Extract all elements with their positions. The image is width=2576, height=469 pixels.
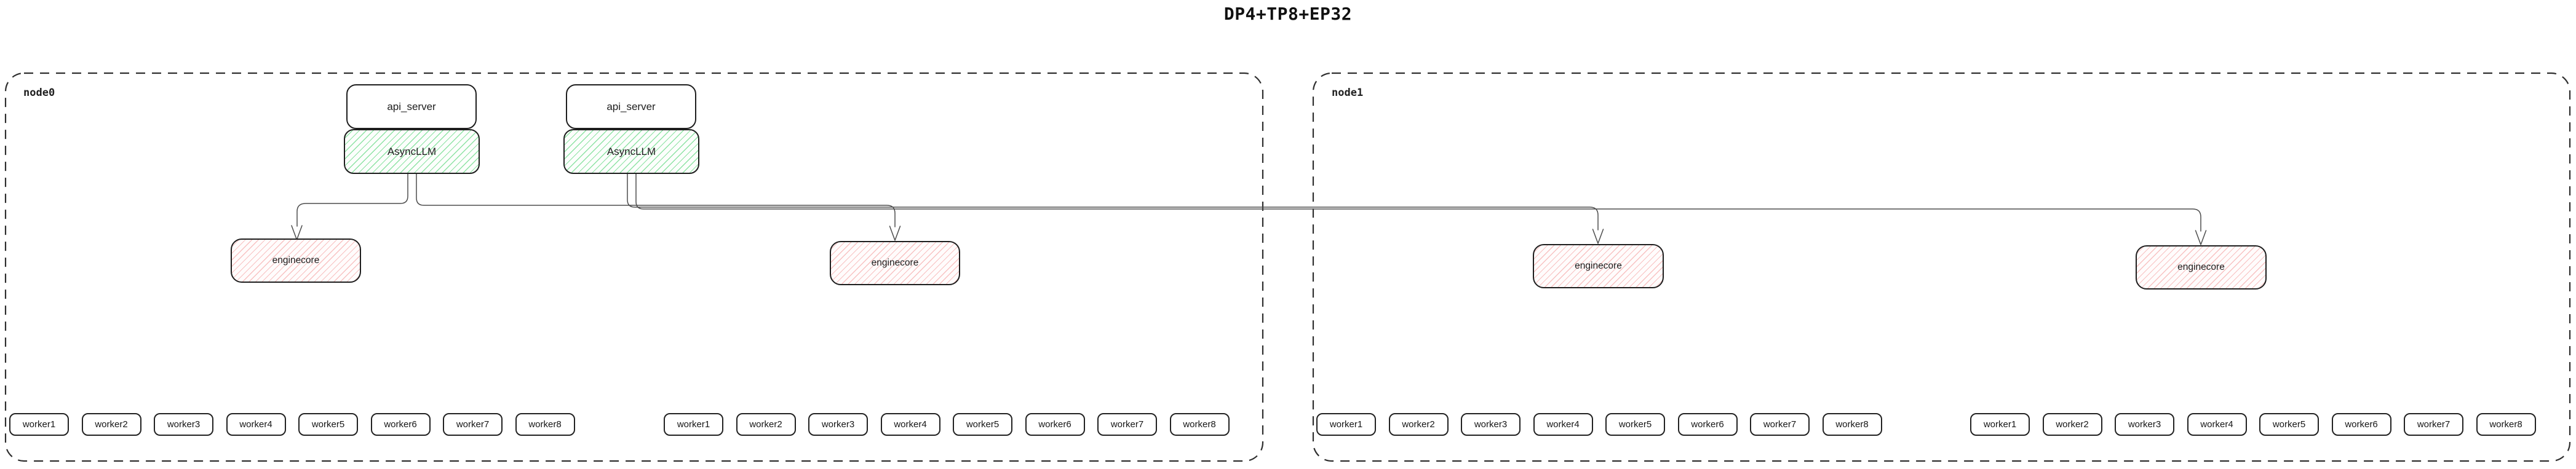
worker-box: worker6 — [1677, 413, 1738, 436]
arrowhead-enginecore3 — [1592, 229, 1604, 244]
enginecore-box-node1-1: enginecore — [1533, 244, 1664, 288]
arrowhead-enginecore4 — [2195, 230, 2207, 245]
worker-box: worker6 — [2331, 413, 2391, 436]
edge-asyncllm2-to-enginecore4 — [635, 173, 2207, 245]
worker-box: worker5 — [2259, 413, 2319, 436]
worker-box: worker4 — [1533, 413, 1593, 436]
asyncllm-box-2: AsyncLLM — [563, 129, 699, 174]
worker-group-node0-1: worker1 worker2 worker3 worker4 worker5 … — [9, 413, 575, 436]
worker-box: worker7 — [1750, 413, 1810, 436]
api-server-box-2: api_server — [566, 84, 696, 129]
asyncllm-box-1: AsyncLLM — [344, 129, 480, 174]
worker-box: worker2 — [81, 413, 141, 436]
worker-box: worker7 — [1097, 413, 1157, 436]
worker-box: worker7 — [2404, 413, 2463, 436]
worker-group-node1-1: worker1 worker2 worker3 worker4 worker5 … — [1316, 413, 1882, 436]
worker-box: worker2 — [2042, 413, 2102, 436]
api-server-box-1: api_server — [346, 84, 477, 129]
worker-box: worker3 — [2115, 413, 2174, 436]
worker-box: worker2 — [1388, 413, 1449, 436]
worker-box: worker1 — [1316, 413, 1376, 436]
worker-box: worker1 — [1970, 413, 2030, 436]
diagram-title: DP4+TP8+EP32 — [1223, 4, 1353, 24]
worker-box: worker4 — [880, 413, 940, 436]
worker-box: worker4 — [226, 413, 286, 436]
node1-container-border — [1312, 72, 2571, 462]
worker-box: worker3 — [808, 413, 868, 436]
worker-box: worker1 — [9, 413, 69, 436]
arrowhead-enginecore2 — [889, 226, 901, 241]
worker-box: worker4 — [2187, 413, 2247, 436]
worker-box: worker8 — [515, 413, 575, 436]
worker-box: worker5 — [1605, 413, 1665, 436]
worker-box: worker5 — [298, 413, 358, 436]
enginecore-box-node0-1: enginecore — [231, 238, 361, 283]
worker-box: worker8 — [2476, 413, 2536, 436]
worker-box: worker1 — [664, 413, 723, 436]
edge-asyncllm1-to-enginecore1 — [291, 173, 408, 240]
worker-box: worker8 — [1822, 413, 1882, 436]
node1-label: node1 — [1332, 87, 1364, 99]
arrowhead-enginecore1 — [291, 225, 303, 240]
worker-box: worker8 — [1169, 413, 1230, 436]
worker-box: worker3 — [1461, 413, 1521, 436]
worker-box: worker6 — [370, 413, 431, 436]
worker-box: worker5 — [953, 413, 1012, 436]
worker-box: worker2 — [736, 413, 796, 436]
enginecore-box-node1-2: enginecore — [2136, 245, 2267, 290]
worker-box: worker7 — [443, 413, 503, 436]
edge-asyncllm2-to-enginecore3 — [627, 173, 1604, 244]
node0-container-border — [4, 72, 1264, 462]
worker-group-node1-2: worker1 worker2 worker3 worker4 worker5 … — [1970, 413, 2536, 436]
node0-label: node0 — [23, 87, 55, 99]
worker-box: worker3 — [154, 413, 213, 436]
enginecore-box-node0-2: enginecore — [830, 241, 960, 285]
worker-group-node0-2: worker1 worker2 worker3 worker4 worker5 … — [664, 413, 1230, 436]
worker-box: worker6 — [1025, 413, 1085, 436]
edge-asyncllm1-to-enginecore2 — [416, 173, 901, 241]
